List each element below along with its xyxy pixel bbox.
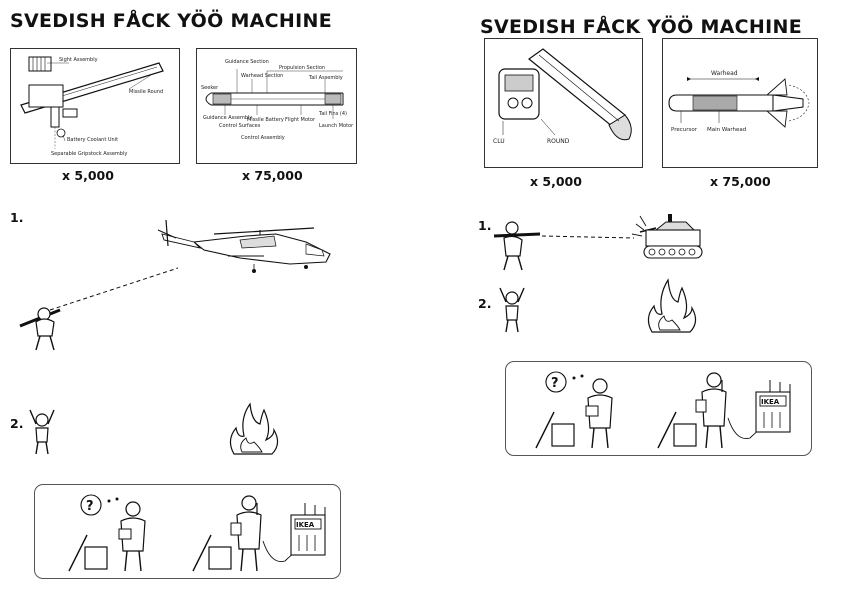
- clu-round-diagram: CLU ROUND: [493, 48, 632, 145]
- left-step-1-number: 1.: [10, 210, 24, 225]
- left-qty-missile: x 75,000: [242, 168, 303, 183]
- label-flight-motor: Flight Motor: [285, 117, 316, 123]
- label-missile-round: Missile Round: [129, 89, 163, 95]
- label-battery-coolant: Battery Coolant Unit: [67, 137, 118, 143]
- label-tail-assembly: Tail Assembly: [308, 75, 343, 81]
- label-clu: CLU: [493, 138, 505, 145]
- tank-drawing: [631, 214, 703, 259]
- soldier-figure: [493, 221, 541, 271]
- label-launch-motor: Launch Motor: [319, 123, 354, 129]
- ikea-store-building: IKEA: [290, 503, 326, 556]
- label-gripstock: Separable Gripstock Assembly: [51, 151, 127, 157]
- right-warhead-panel: Warhead Precursor Main Warhead: [662, 38, 818, 168]
- left-missile-panel: Guidance Section Warhead Section Propuls…: [196, 48, 357, 164]
- fire-drawing: [647, 278, 697, 333]
- left-title: SVEDISH FÅCK YÖÖ MACHINE: [10, 10, 332, 32]
- confused-assembler-figure: ?: [68, 494, 146, 572]
- right-qty-warhead: x 75,000: [710, 174, 771, 189]
- left-step-2-scene: [26, 400, 286, 460]
- label-guidance-section: Guidance Section: [225, 59, 269, 65]
- label-precursor: Precursor: [671, 127, 698, 133]
- left-step-1-scene: [14, 206, 344, 356]
- label-warhead: Warhead: [711, 70, 738, 77]
- ikea-sign: IKEA: [296, 521, 315, 529]
- label-sight-assembly: Sight Assembly: [59, 57, 98, 63]
- cheering-figure: [29, 409, 55, 455]
- missile-cutaway-diagram: Guidance Section Warhead Section Propuls…: [201, 59, 354, 141]
- right-title: SVEDISH FÅCK YÖÖ MACHINE: [480, 16, 802, 38]
- missile-trajectory: [49, 267, 179, 311]
- right-step-1-number: 1.: [478, 218, 492, 233]
- left-qty-launcher: x 5,000: [62, 168, 114, 183]
- right-step-2-scene: [494, 276, 714, 336]
- label-warhead-section: Warhead Section: [241, 73, 283, 79]
- label-seeker: Seeker: [201, 85, 219, 91]
- right-qty-clu: x 5,000: [530, 174, 582, 189]
- cheering-figure: [499, 287, 525, 333]
- label-guidance-assembly: Guidance Assembly: [203, 115, 252, 121]
- soldier-figure: [19, 307, 61, 351]
- label-main-warhead: Main Warhead: [707, 127, 746, 133]
- label-control-surfaces: Control Surfaces: [219, 123, 261, 129]
- phone-call-figure: [657, 372, 763, 449]
- label-tail-fins: Tail Fins (4): [318, 111, 347, 117]
- question-mark: ?: [551, 376, 559, 391]
- launcher-diagram: Sight Assembly Missile Round Battery Coo…: [20, 56, 164, 157]
- right-step-2-number: 2.: [478, 296, 492, 311]
- fire-drawing: [229, 402, 279, 455]
- ikea-store-building: IKEA: [755, 380, 791, 433]
- label-control-assembly: Control Assembly: [241, 135, 285, 141]
- warhead-cutaway-diagram: Warhead Precursor Main Warhead: [668, 70, 810, 133]
- right-step-1-scene: [490, 208, 710, 272]
- ikea-sign: IKEA: [761, 398, 780, 406]
- right-ikea-box: ? IKEA: [505, 361, 812, 456]
- confused-assembler-figure: ?: [535, 371, 613, 449]
- helicopter-drawing: [157, 219, 331, 273]
- left-launcher-panel: Sight Assembly Missile Round Battery Coo…: [10, 48, 180, 164]
- label-propulsion-section: Propulsion Section: [279, 65, 325, 71]
- left-step-2-number: 2.: [10, 416, 24, 431]
- question-mark: ?: [86, 499, 94, 514]
- left-ikea-box: ? IKEA: [34, 484, 341, 579]
- right-clu-panel: CLU ROUND: [484, 38, 643, 168]
- label-missile-battery: Missile Battery: [247, 117, 284, 123]
- phone-call-figure: [192, 495, 298, 572]
- label-round: ROUND: [547, 138, 570, 145]
- missile-trajectory: [541, 235, 635, 239]
